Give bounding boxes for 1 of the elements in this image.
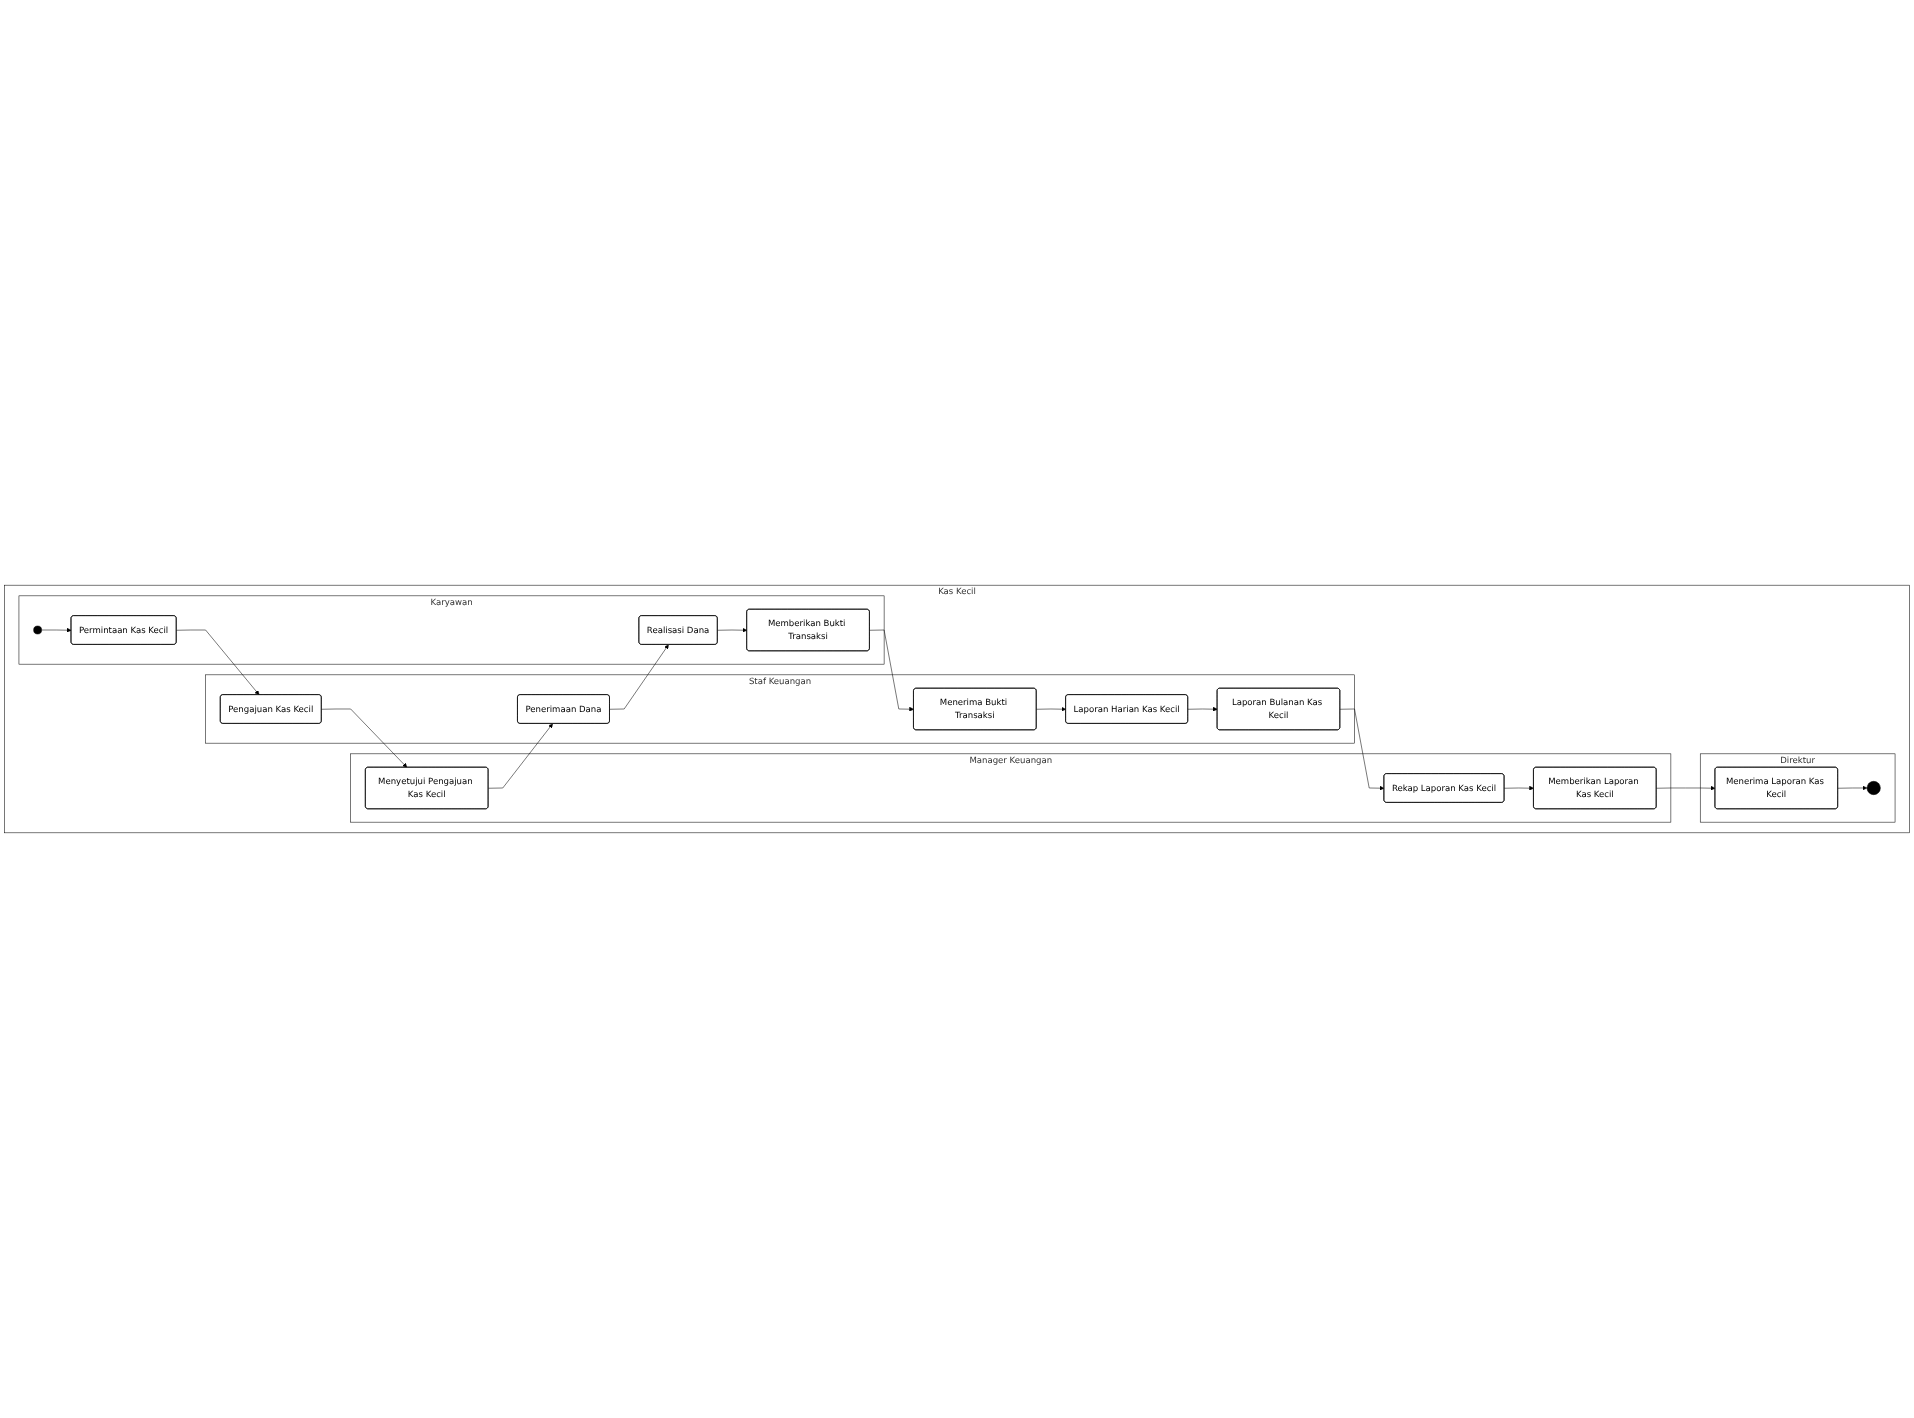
node-dot xyxy=(33,625,42,635)
